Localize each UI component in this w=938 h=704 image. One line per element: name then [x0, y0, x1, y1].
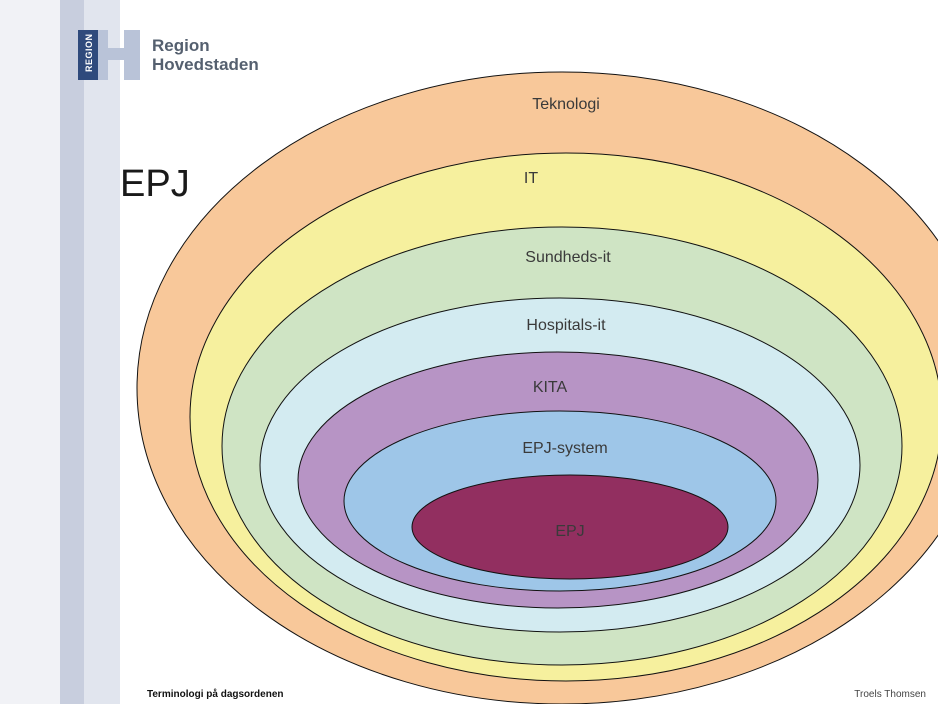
- footer-presentation-title: Terminologi på dagsordenen: [147, 689, 284, 700]
- label-teknologi: Teknologi: [532, 96, 600, 113]
- left-stripe-light: [0, 0, 60, 704]
- label-sundheds-it: Sundheds-it: [525, 249, 611, 266]
- label-it: IT: [524, 170, 538, 187]
- left-stripe-pale: [84, 0, 120, 704]
- logo-wordmark: Region Hovedstaden: [152, 36, 259, 74]
- label-kita: KITA: [533, 379, 568, 396]
- slide-title: EPJ: [120, 163, 190, 205]
- logo-line-1: Region: [152, 36, 210, 55]
- left-stripe-mid: [60, 0, 84, 704]
- label-epj: EPJ: [555, 523, 584, 540]
- label-hospitals-it: Hospitals-it: [526, 317, 606, 334]
- footer-author: Troels Thomsen: [854, 689, 926, 700]
- logo-line-2: Hovedstaden: [152, 55, 259, 74]
- label-epj-system: EPJ-system: [522, 440, 607, 457]
- ring-epj: [411, 474, 729, 580]
